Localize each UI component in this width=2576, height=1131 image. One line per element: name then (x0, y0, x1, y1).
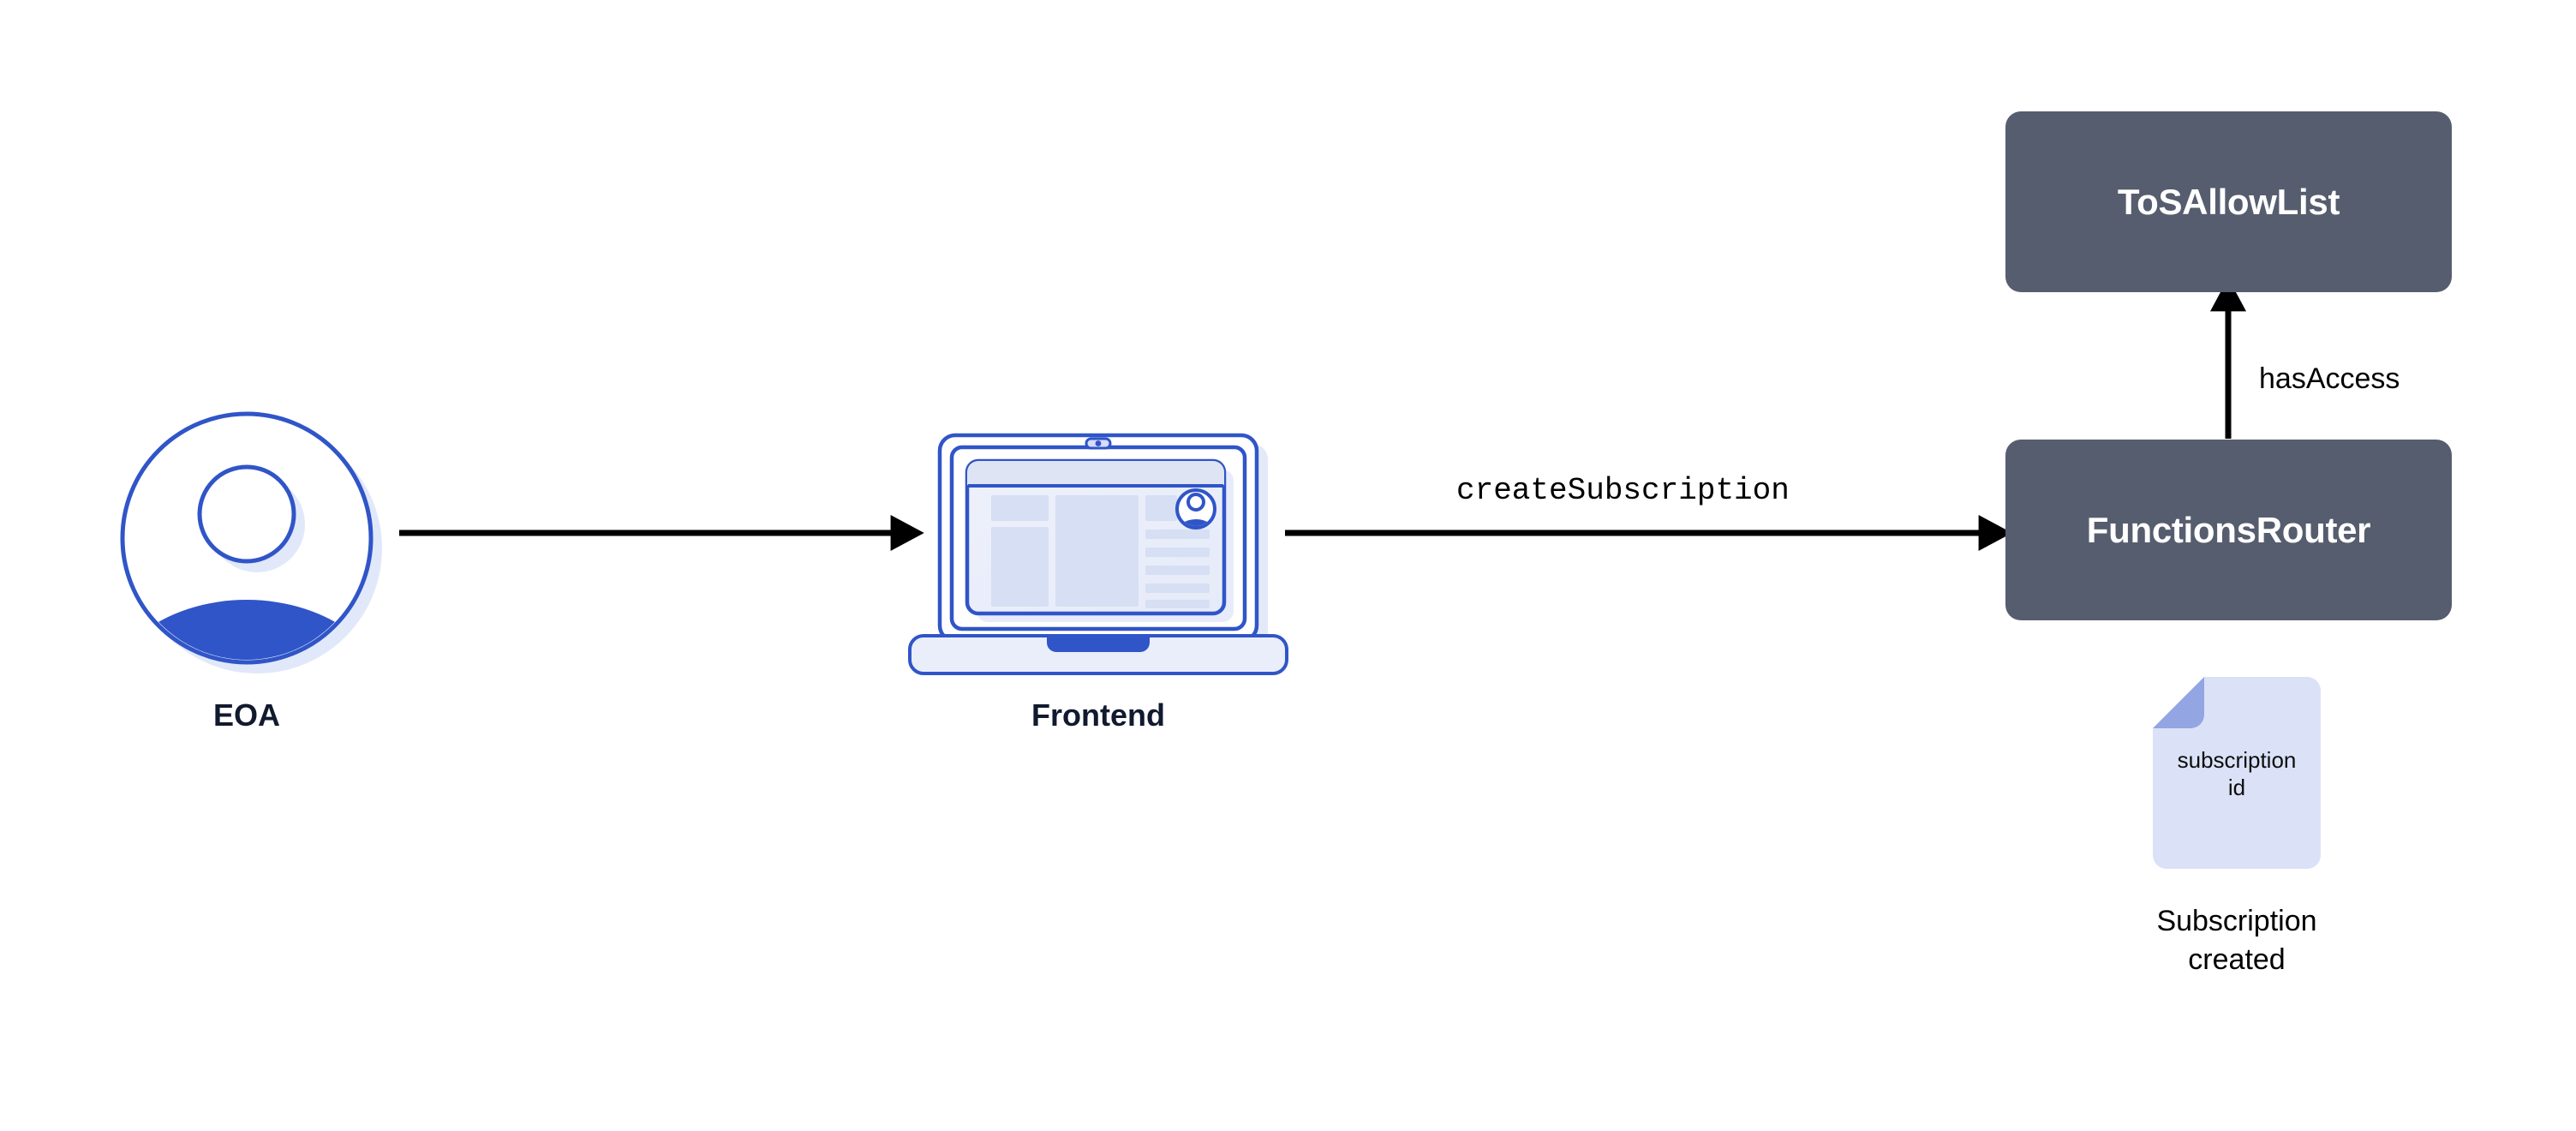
node-functions-router[interactable]: FunctionsRouter (2005, 440, 2452, 620)
node-tos-allow-list[interactable]: ToSAllowList (2005, 111, 2452, 292)
laptop-icon (908, 433, 1288, 675)
document-icon-text: subscription id (2177, 747, 2297, 800)
caption-frontend: Frontend (1031, 697, 1165, 733)
caption-subscription-created: Subscription created (2108, 902, 2365, 979)
caption-eoa: EOA (212, 697, 280, 733)
node-tos-allow-list-label: ToSAllowList (2117, 181, 2340, 222)
node-functions-router-label: FunctionsRouter (2086, 509, 2371, 550)
user-avatar-icon (120, 411, 382, 673)
caption-subscription-created-line1: Subscription (2156, 905, 2317, 937)
edge-label-create-subscription: createSubscription (1456, 473, 1790, 508)
edge-label-has-access: hasAccess (2259, 362, 2400, 395)
screen-avatar-icon (1175, 488, 1216, 530)
caption-subscription-created-line2: created (2188, 942, 2286, 976)
